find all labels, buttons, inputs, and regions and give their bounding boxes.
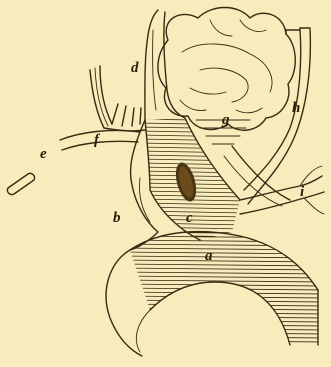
hatch-line <box>120 328 325 330</box>
hatch-line <box>120 320 325 322</box>
hatch-line <box>120 276 325 278</box>
hatch-line <box>140 167 245 169</box>
branch-e <box>7 130 140 194</box>
hatch-line <box>120 304 325 306</box>
hatch-line <box>120 240 325 242</box>
hatch-line <box>140 171 245 173</box>
hatch-line <box>120 316 325 318</box>
hatch-line <box>140 147 245 149</box>
hatch-line <box>120 268 325 270</box>
label-f: f <box>94 132 101 148</box>
hatch-line <box>120 292 325 294</box>
hatch-line <box>120 312 325 314</box>
hatch-line <box>120 252 325 254</box>
hatch-line <box>140 203 245 205</box>
hatch-line <box>120 300 325 302</box>
arch-left-wall <box>106 250 150 356</box>
label-b: b <box>113 210 121 226</box>
hatch-line <box>140 139 245 141</box>
hatch-line <box>120 244 325 246</box>
hatch-line <box>120 288 325 290</box>
aortic-arch <box>120 228 325 350</box>
vessel-h <box>244 28 310 204</box>
hatch-line <box>120 336 325 338</box>
label-a: a <box>205 248 213 264</box>
label-c: c <box>186 210 193 226</box>
hatch-line <box>120 332 325 334</box>
hatch-line <box>140 151 245 153</box>
label-e: e <box>40 146 47 162</box>
label-h: h <box>292 100 300 116</box>
hatch-line <box>140 159 245 161</box>
branch-i <box>240 166 324 214</box>
hatch-line <box>120 344 325 346</box>
nodule <box>172 160 200 203</box>
hatch-line <box>140 207 245 209</box>
hatch-line <box>120 348 325 350</box>
label-g: g <box>221 112 230 128</box>
hatch-line <box>120 264 325 266</box>
hatch-line <box>120 248 325 250</box>
hatch-line <box>120 324 325 326</box>
label-d: d <box>131 60 139 76</box>
hatch-line <box>120 272 325 274</box>
hatch-line <box>120 340 325 342</box>
hatch-line <box>140 155 245 157</box>
hatch-line <box>140 227 245 229</box>
hatch-line <box>120 256 325 258</box>
hatch-line <box>120 296 325 298</box>
hatch-line <box>120 284 325 286</box>
